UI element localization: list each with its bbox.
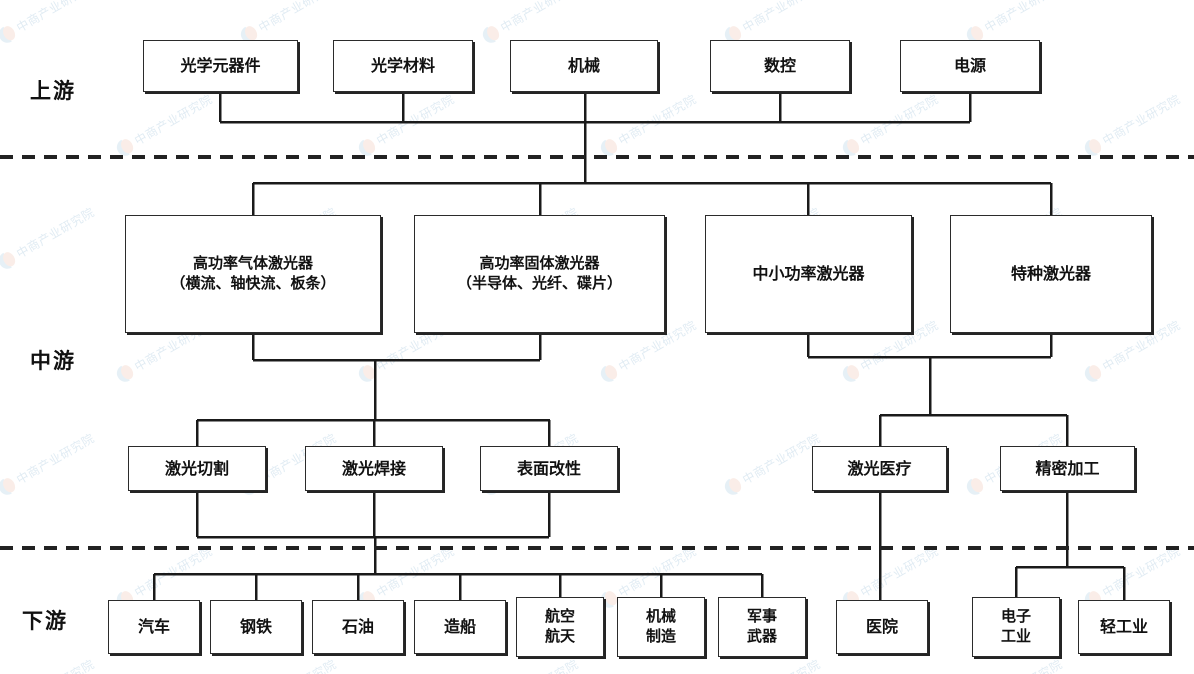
upstream-node-u2[interactable]: 光学材料: [333, 40, 473, 92]
midstream-laser-node-m1[interactable]: 高功率气体激光器 （横流、轴快流、板条）: [125, 215, 381, 333]
downstream-node-d6[interactable]: 机械 制造: [617, 597, 705, 657]
downstream-node-d5[interactable]: 航空 航天: [516, 597, 604, 657]
downstream-node-d9[interactable]: 电子 工业: [972, 597, 1060, 657]
midstream-laser-node-m2[interactable]: 高功率固体激光器 （半导体、光纤、碟片）: [414, 215, 665, 333]
upstream-node-u4[interactable]: 数控: [710, 40, 850, 92]
midstream-laser-node-m4[interactable]: 特种激光器: [950, 215, 1152, 333]
application-node-a3[interactable]: 表面改性: [480, 446, 618, 491]
downstream-node-d10[interactable]: 轻工业: [1078, 600, 1170, 654]
application-node-a5[interactable]: 精密加工: [1000, 446, 1135, 491]
upstream-node-u1[interactable]: 光学元器件: [143, 40, 298, 92]
downstream-node-d3[interactable]: 石油: [312, 600, 404, 654]
stage-label-midstream: 中游: [30, 349, 76, 373]
application-node-a1[interactable]: 激光切割: [128, 446, 266, 491]
upstream-node-u5[interactable]: 电源: [900, 40, 1040, 92]
downstream-node-d1[interactable]: 汽车: [108, 600, 200, 654]
stage-label-upstream: 上游: [30, 79, 76, 103]
downstream-node-d4[interactable]: 造船: [414, 600, 506, 654]
midstream-laser-node-m3[interactable]: 中小功率激光器: [705, 215, 912, 333]
downstream-node-d7[interactable]: 军事 武器: [718, 597, 806, 657]
stage-label-downstream: 下游: [22, 609, 68, 633]
downstream-node-d8[interactable]: 医院: [836, 600, 928, 654]
upstream-node-u3[interactable]: 机械: [510, 40, 658, 92]
application-node-a2[interactable]: 激光焊接: [305, 446, 443, 491]
application-node-a4[interactable]: 激光医疗: [812, 446, 947, 491]
downstream-node-d2[interactable]: 钢铁: [210, 600, 302, 654]
